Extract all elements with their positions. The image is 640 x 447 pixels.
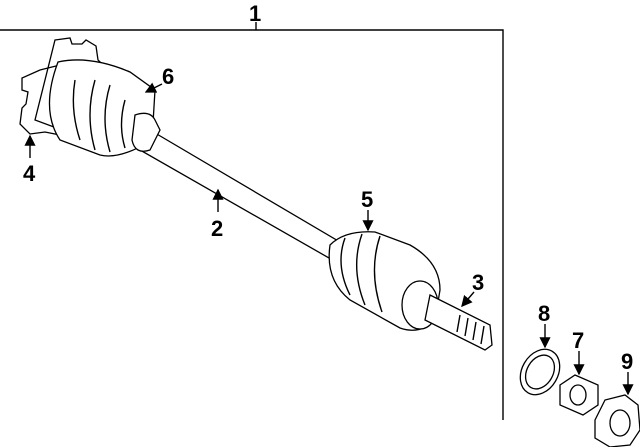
callout-3-leader [461,291,475,308]
bearing [559,374,599,416]
callout-4: 4 [23,161,36,186]
inner-cv-joint [19,37,161,157]
callout-1: 1 [249,1,261,26]
callout-3: 3 [472,270,484,295]
outer-cv-joint [328,231,493,351]
assembly-bracket [0,29,504,420]
axle-shaft [139,129,346,263]
callout-6-leader [144,82,163,93]
callout-6: 6 [162,64,174,89]
callout-8: 8 [538,301,550,326]
callout-2: 2 [211,216,223,241]
callout-5: 5 [361,187,373,212]
callout-9: 9 [621,349,633,374]
callout-7: 7 [572,328,584,353]
snap-ring [519,348,561,396]
lock-nut [594,394,640,447]
